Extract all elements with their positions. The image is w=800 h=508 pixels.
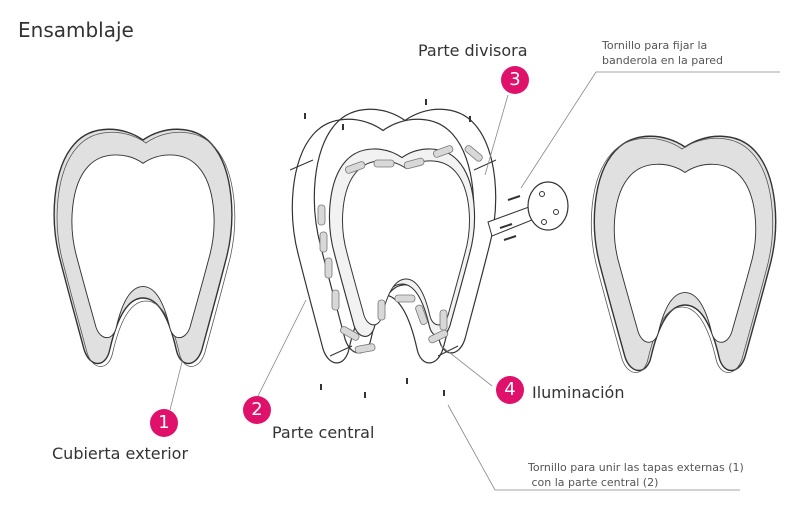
badge-number-3: 3: [509, 69, 521, 90]
leader-lines: [169, 71, 780, 491]
central-part-drawing: [289, 108, 497, 364]
screws: [304, 99, 521, 398]
led-modules: [317, 145, 483, 354]
badge-circle-1: [150, 409, 178, 437]
exterior-cover-drawing: [53, 128, 236, 367]
badge-number-2: 2: [251, 399, 263, 420]
label-exterior-cover: Cubierta exterior: [52, 444, 189, 463]
note-wall-screw-line-2: banderola en la pared: [602, 54, 724, 67]
badge-number-4: 4: [504, 379, 516, 400]
note-wall-screw-line-1: Tornillo para fijar la: [602, 39, 708, 52]
badge-circle-2: [243, 396, 271, 424]
label-lighting: Iluminación: [532, 383, 625, 402]
note-cover-screw-line-2: con la parte central (2): [528, 476, 659, 489]
note-cover-screw-line-1: Tornillo para unir las tapas externas (1…: [528, 461, 744, 474]
label-central-part: Parte central: [272, 423, 375, 442]
note-wall-screw: Tornillo para fijar la banderola en la p…: [602, 38, 723, 68]
label-divider-part: Parte divisora: [418, 41, 528, 60]
badge-circle-4: [496, 376, 524, 404]
page-title: Ensamblaje: [18, 18, 134, 42]
badge-number-1: 1: [158, 412, 170, 433]
badge-circle-3: [501, 66, 529, 94]
exterior-cover-back-drawing: [590, 135, 777, 373]
note-cover-screw: Tornillo para unir las tapas externas (1…: [528, 460, 744, 490]
